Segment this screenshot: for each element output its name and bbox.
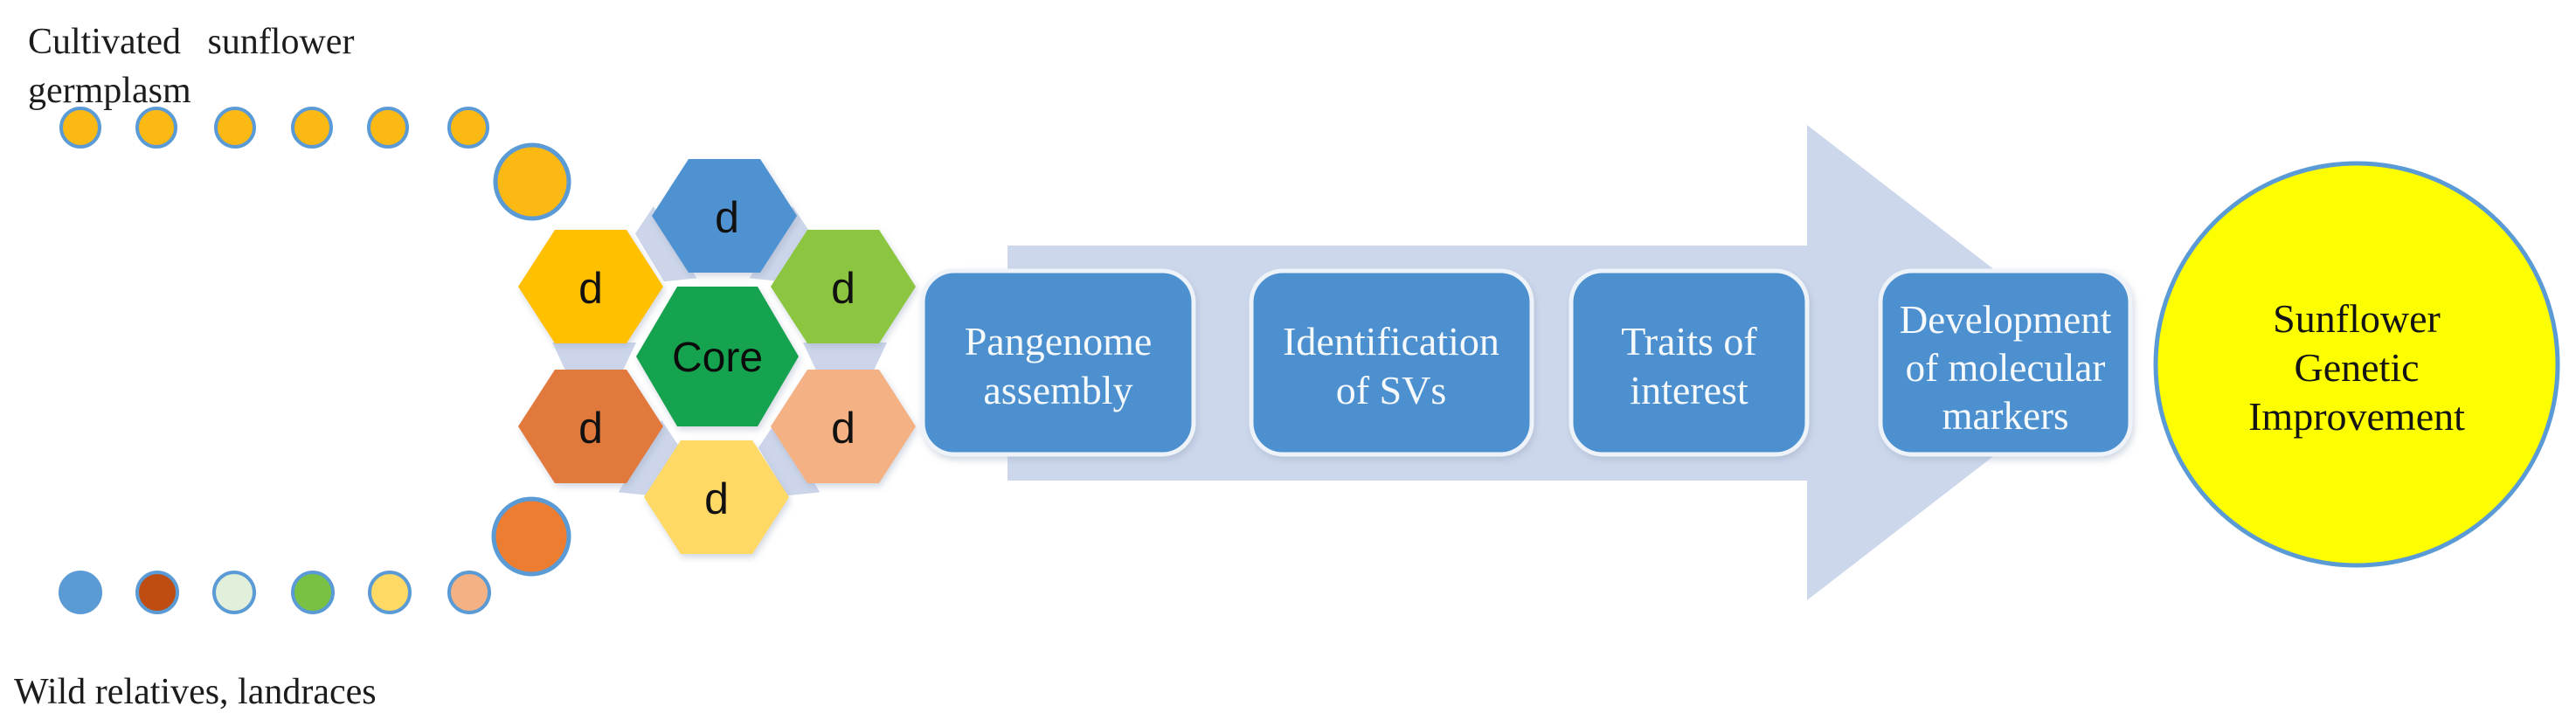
- wild-dot: [368, 571, 412, 614]
- hex-connector-right: [803, 343, 887, 372]
- cultivated-germplasm-label-line1: Cultivated sunflower: [28, 22, 354, 62]
- germplasm-big-dot: [493, 142, 571, 221]
- step-box-identification-of-svs: [1249, 268, 1534, 457]
- hexagon-core-label: Core: [672, 335, 763, 381]
- hexagon-bottom-right: [771, 370, 916, 483]
- step-label-pangenome-line2: assembly: [983, 368, 1132, 412]
- germplasm-dot: [59, 107, 101, 149]
- step-label-traits-line2: interest: [1630, 368, 1748, 412]
- germplasm-dot: [367, 107, 409, 149]
- germplasm-dot: [214, 107, 256, 149]
- germplasm-dot: [447, 107, 489, 149]
- outcome-label-line1: Sunflower: [2273, 296, 2441, 341]
- step-box-development-of-molecular-markers: [1878, 268, 2133, 457]
- hexagon-bottom: [644, 440, 789, 554]
- step-label-development-line1: Development: [1900, 298, 2112, 342]
- wild-dot: [212, 571, 256, 614]
- hexagon-bottom-left: [518, 370, 663, 483]
- step-box-traits-of-interest: [1568, 268, 1810, 457]
- hexagon-bottom-left-label: d: [578, 404, 603, 453]
- hexagon-top-left: [518, 230, 663, 343]
- process-arrow: [1008, 125, 2115, 600]
- wild-dot: [59, 571, 102, 614]
- hexagon-top-right: [771, 230, 916, 343]
- germplasm-dot: [135, 107, 177, 149]
- step-label-pangenome-line1: Pangenome: [965, 319, 1153, 363]
- wild-relatives-label: Wild relatives, landraces: [14, 672, 377, 712]
- step-label-identification-line1: Identification: [1283, 319, 1499, 363]
- outcome-label-line3: Improvement: [2248, 394, 2465, 439]
- outcome-circle: [2153, 161, 2560, 568]
- wild-dot: [135, 571, 179, 614]
- hexagon-top-right-label: d: [831, 264, 855, 313]
- cultivated-germplasm-label-line2: germplasm: [28, 71, 191, 111]
- hexagon-top: [652, 159, 797, 273]
- outcome-label-line2: Genetic: [2294, 345, 2419, 390]
- step-label-development-line3: markers: [1942, 394, 2069, 438]
- step-label-identification-line2: of SVs: [1336, 368, 1447, 412]
- hex-connector-bottom-left: [618, 420, 681, 496]
- step-box-pangenome-assembly: [920, 268, 1196, 457]
- step-label-development-line2: of molecular: [1906, 346, 2106, 390]
- hexagon-core: [636, 287, 799, 426]
- wild-dot: [447, 571, 491, 614]
- hexagon-top-left-label: d: [578, 264, 603, 313]
- step-label-traits-line1: Traits of: [1621, 319, 1757, 363]
- germplasm-dot: [291, 107, 333, 149]
- hexagon-bottom-right-label: d: [831, 404, 855, 453]
- hexagon-top-label: d: [715, 193, 739, 242]
- hex-connector-top-left: [634, 206, 697, 282]
- hex-connector-left: [552, 343, 636, 372]
- wild-big-dot: [491, 496, 571, 577]
- hexagon-bottom-label: d: [704, 474, 729, 523]
- wild-dot: [291, 571, 335, 614]
